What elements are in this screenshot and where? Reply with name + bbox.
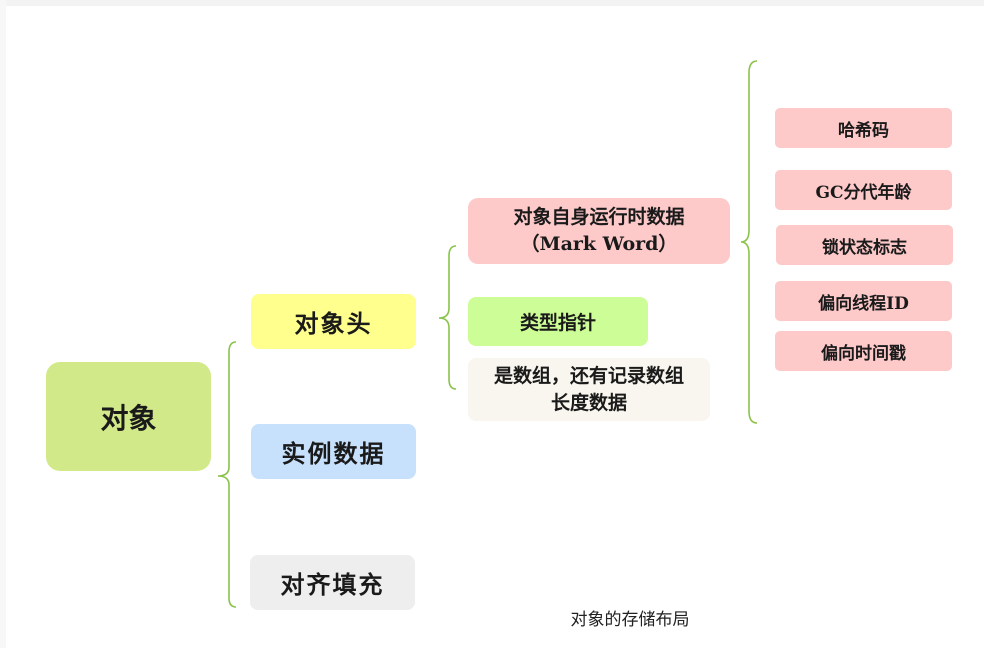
leaf-biased-thread-id-label: 偏向线程ID xyxy=(818,293,909,314)
root-node-label: 对象 xyxy=(100,401,157,435)
leaf-hash-code-label: 哈希码 xyxy=(838,120,889,141)
leaf-hash-code[interactable]: 哈希码 xyxy=(775,108,952,148)
node-instance-data[interactable]: 实例数据 xyxy=(251,424,416,479)
leaf-gc-age[interactable]: GC分代年龄 xyxy=(775,170,952,210)
node-mark-word-line2: （Mark Word） xyxy=(520,233,678,255)
leaf-biased-timestamp-label: 偏向时间戳 xyxy=(821,343,906,364)
node-array-length-line1: 是数组，还有记录数组 xyxy=(493,364,684,387)
node-array-length-line2: 长度数据 xyxy=(550,391,627,414)
node-instance-data-label: 实例数据 xyxy=(281,439,386,468)
node-object-header[interactable]: 对象头 xyxy=(251,294,416,349)
connector-markword-brace xyxy=(740,60,758,424)
leaf-biased-timestamp[interactable]: 偏向时间戳 xyxy=(775,331,952,371)
leaf-gc-age-label: GC分代年龄 xyxy=(815,182,912,203)
node-type-pointer[interactable]: 类型指针 xyxy=(468,297,648,346)
diagram-caption: 对象的存储布局 xyxy=(570,610,690,630)
node-object-header-label: 对象头 xyxy=(294,309,373,338)
root-node[interactable]: 对象 xyxy=(46,362,211,471)
node-alignment-padding-label: 对齐填充 xyxy=(280,570,385,599)
connector-header-brace xyxy=(438,245,457,390)
connector-root-brace xyxy=(217,341,237,608)
leaf-lock-state-label: 锁状态标志 xyxy=(822,237,907,258)
node-type-pointer-label: 类型指针 xyxy=(519,312,596,334)
node-mark-word[interactable]: 对象自身运行时数据 （Mark Word） xyxy=(468,198,730,264)
window-left-edge xyxy=(0,0,6,648)
node-array-length[interactable]: 是数组，还有记录数组 长度数据 xyxy=(468,358,710,421)
leaf-biased-thread-id[interactable]: 偏向线程ID xyxy=(775,281,952,321)
leaf-lock-state[interactable]: 锁状态标志 xyxy=(776,225,953,265)
node-mark-word-line1: 对象自身运行时数据 xyxy=(513,206,685,228)
node-alignment-padding[interactable]: 对齐填充 xyxy=(250,555,415,610)
window-top-edge xyxy=(0,0,984,6)
